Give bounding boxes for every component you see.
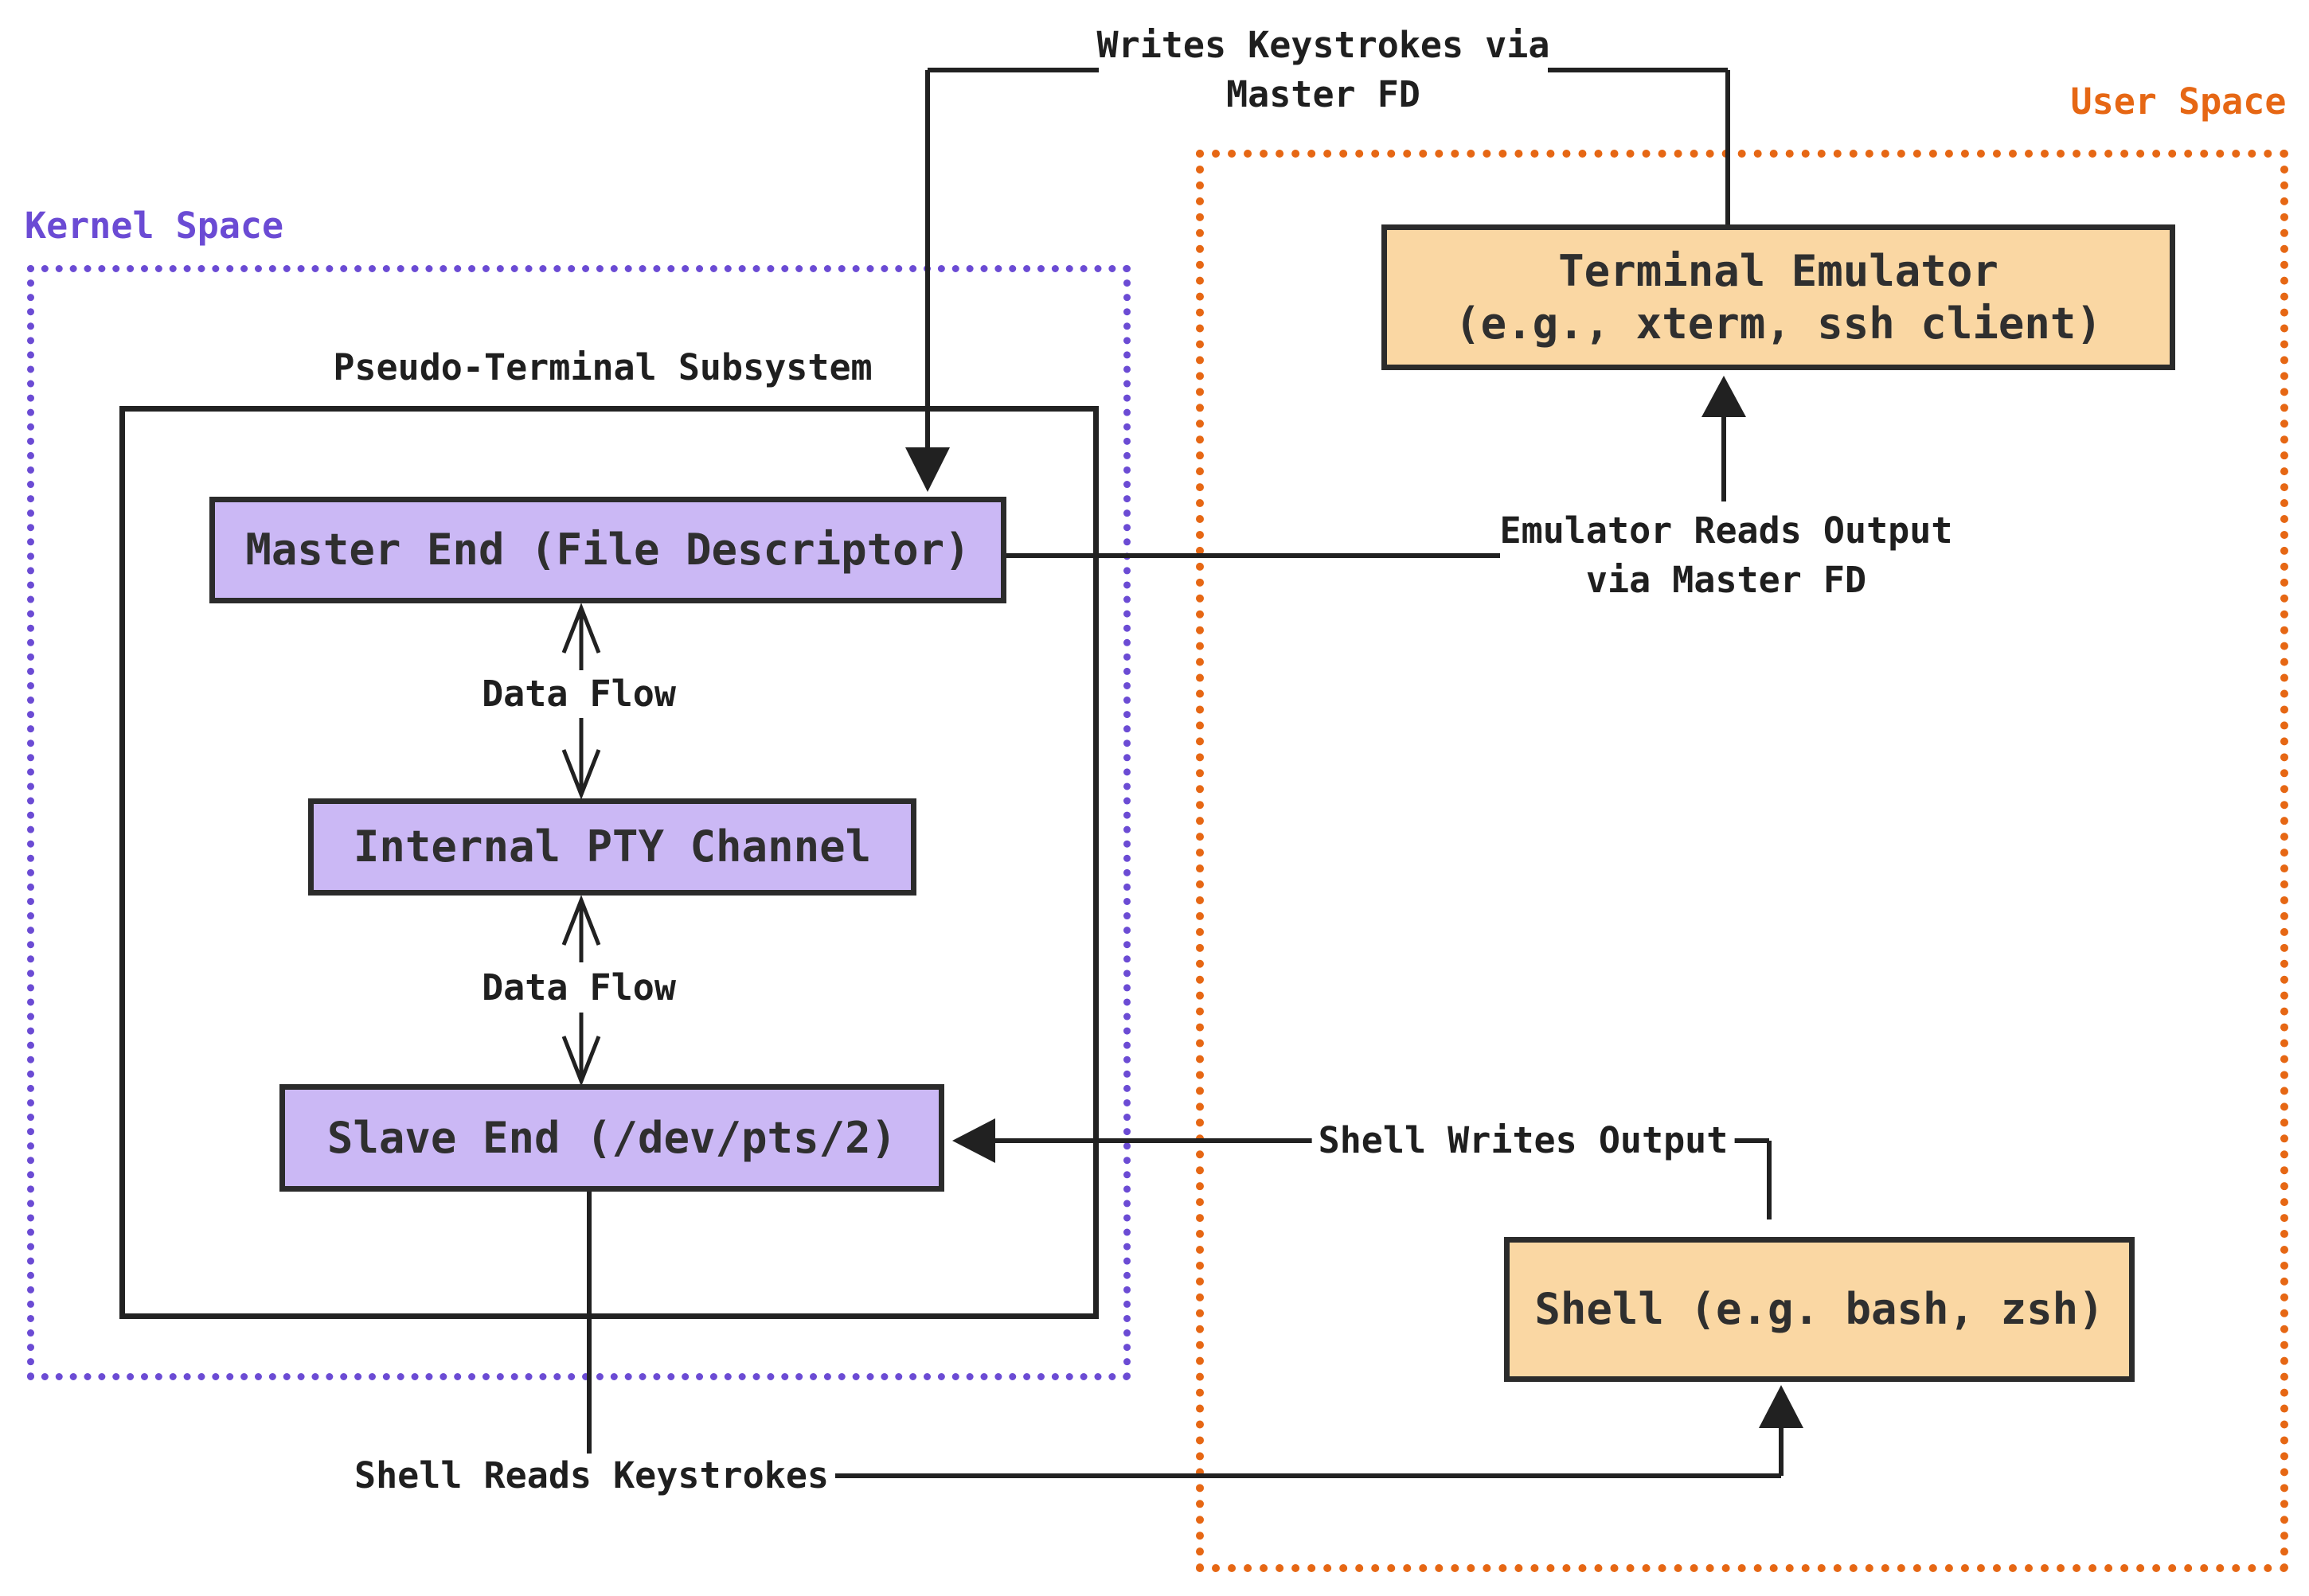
- arrow-shell-writes: [952, 1118, 1772, 1219]
- arrowhead-up-icon: [1759, 1385, 1803, 1428]
- chevron-up-icon: [561, 603, 601, 654]
- arrow-data-flow-top: [561, 603, 601, 800]
- node-internal-pty-channel: Internal PTY Channel: [308, 798, 916, 896]
- arrowhead-left-icon: [952, 1118, 995, 1163]
- chevron-down-icon: [561, 749, 601, 800]
- user-space-label: User Space: [2070, 80, 2287, 123]
- pseudo-terminal-subsystem-box: [119, 406, 1099, 1319]
- node-shell-label: Shell (e.g. bash, zsh): [1534, 1284, 2104, 1334]
- arrow-data-flow-bottom: [561, 895, 601, 1087]
- node-slave-end-label: Slave End (/dev/pts/2): [326, 1112, 897, 1163]
- node-master-end-label: Master End (File Descriptor): [245, 525, 971, 575]
- kernel-space-label: Kernel Space: [25, 205, 284, 247]
- arrow-emulator-reads: [1006, 376, 1746, 558]
- arrow-shell-reads: [587, 1192, 1803, 1478]
- arrowhead-down-icon: [905, 447, 950, 492]
- chevron-up-icon: [561, 895, 601, 946]
- edge-label-data-flow-bottom: Data Flow: [475, 966, 682, 1010]
- node-slave-end: Slave End (/dev/pts/2): [279, 1084, 944, 1192]
- node-master-end: Master End (File Descriptor): [209, 497, 1006, 603]
- node-terminal-emulator: Terminal Emulator (e.g., xterm, ssh clie…: [1381, 224, 2175, 370]
- edge-label-data-flow-top: Data Flow: [475, 672, 682, 716]
- edge-label-writes-keystrokes-line1: Writes Keystrokes via: [1096, 24, 1550, 66]
- user-space-region: [1196, 150, 2288, 1572]
- kernel-space-region: [27, 265, 1131, 1380]
- edge-label-emulator-reads: Emulator Reads Output via Master FD: [1500, 506, 1953, 605]
- chevron-down-icon: [561, 1036, 601, 1087]
- arrowhead-up-icon: [1701, 376, 1746, 417]
- edge-label-shell-reads: Shell Reads Keystrokes: [347, 1454, 836, 1498]
- node-shell: Shell (e.g. bash, zsh): [1504, 1237, 2135, 1382]
- edge-label-shell-writes: Shell Writes Output: [1311, 1118, 1735, 1163]
- pseudo-terminal-subsystem-label: Pseudo-Terminal Subsystem: [333, 346, 873, 388]
- edge-label-emulator-reads-line2: via Master FD: [1585, 559, 1867, 601]
- edge-label-writes-keystrokes: Writes Keystrokes via Master FD: [1097, 21, 1550, 119]
- arrow-writes-keystrokes: [905, 68, 1730, 492]
- node-terminal-emulator-line2: (e.g., xterm, ssh client): [1455, 298, 2102, 349]
- edge-label-writes-keystrokes-line2: Master FD: [1226, 73, 1420, 115]
- node-internal-pty-channel-label: Internal PTY Channel: [353, 821, 872, 872]
- edge-label-emulator-reads-line1: Emulator Reads Output: [1499, 509, 1953, 552]
- node-terminal-emulator-line1: Terminal Emulator: [1558, 245, 1998, 296]
